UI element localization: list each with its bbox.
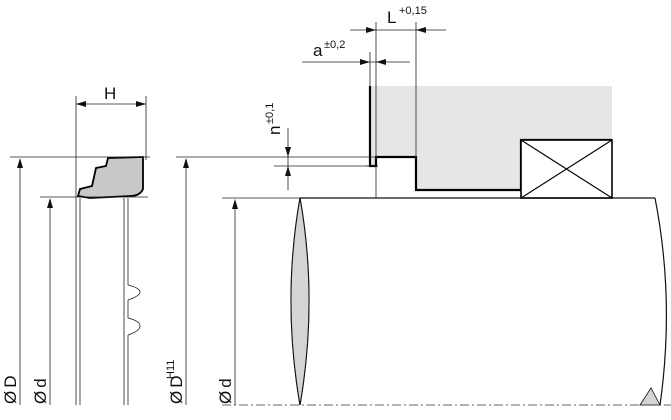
l-tolerance: +0,15 [399, 5, 427, 17]
seal-d-label: Ød [31, 378, 50, 404]
seal-notch-lower [127, 317, 141, 336]
l-arrow-right [416, 27, 426, 33]
shaft [222, 197, 671, 406]
n-arrow-bottom [285, 166, 291, 176]
l-arrow-left [366, 27, 376, 33]
a-tolerance: ±0,2 [324, 39, 345, 51]
h-arrow-right [136, 101, 146, 107]
n-dimension: n ±0,1 [264, 103, 372, 190]
housing-region [370, 86, 612, 190]
groove-D-label: ØD [167, 375, 186, 404]
shaft-d-label: Ød [216, 378, 235, 404]
seal-notch-upper [127, 284, 141, 301]
a-dimension: a ±0,2 [302, 39, 410, 86]
shaft-right-chamfer [639, 387, 661, 406]
bearing-element [520, 139, 613, 199]
shaft-d-arrow [232, 199, 238, 209]
a-arrow-left [360, 59, 370, 65]
n-arrow-top [285, 147, 291, 157]
n-tolerance: ±0,1 [264, 103, 276, 124]
a-arrow-right [376, 59, 386, 65]
groove-diameter-dimensions: ØD H11 Ød [165, 156, 376, 405]
l-label: L [387, 8, 396, 27]
n-label: n [265, 126, 284, 135]
seal-D-label: ØD [1, 375, 20, 404]
bearing-cross-2 [520, 139, 613, 199]
l-dimension: L +0,15 [350, 5, 446, 160]
seal-profile: H [75, 84, 147, 405]
a-label: a [313, 41, 323, 60]
h-label: H [104, 84, 116, 103]
groove-D-arrow [183, 158, 189, 168]
shaft-end-ellipse [290, 197, 310, 406]
shaft-right-end [654, 197, 667, 406]
seal-d-arrow [47, 198, 53, 208]
h-arrow-left [76, 101, 86, 107]
seal-diameter-dimensions: ØD Ød [1, 156, 150, 405]
seal-D-arrow [17, 158, 23, 168]
groove-D-tolerance: H11 [165, 360, 177, 379]
seal-cross-section [76, 156, 144, 199]
